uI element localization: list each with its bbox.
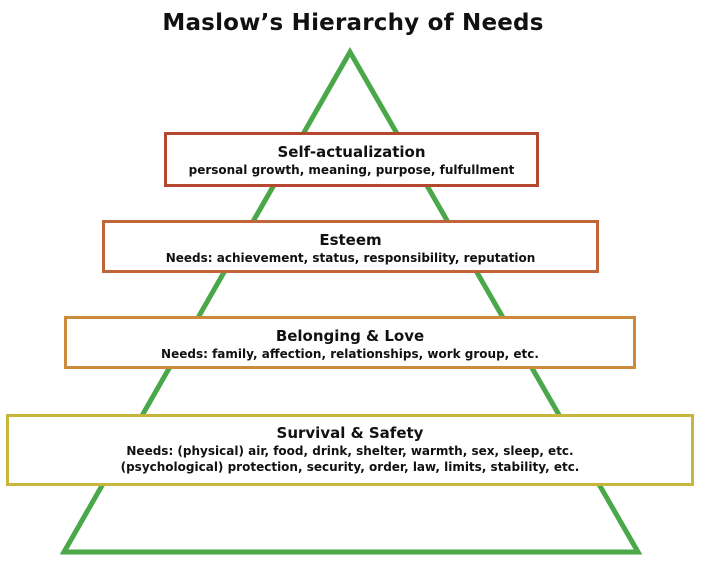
level-survival-safety: Survival & Safety Needs: (physical) air,…: [6, 414, 694, 486]
diagram-title: Maslow’s Hierarchy of Needs: [162, 10, 544, 36]
level-name: Self-actualization: [277, 143, 426, 161]
level-name: Esteem: [319, 231, 382, 249]
level-description-psychological: (psychological) protection, security, or…: [120, 460, 580, 474]
level-name: Belonging & Love: [275, 327, 425, 345]
level-description: Needs: achievement, status, responsibili…: [165, 251, 536, 265]
level-description: personal growth, meaning, purpose, fulfu…: [188, 163, 515, 177]
level-esteem: Esteem Needs: achievement, status, respo…: [102, 220, 599, 273]
level-self-actualization: Self-actualization personal growth, mean…: [164, 132, 539, 187]
level-description: Needs: family, affection, relationships,…: [161, 347, 539, 361]
level-name: Survival & Safety: [276, 424, 424, 442]
level-description-physical: Needs: (physical) air, food, drink, shel…: [126, 444, 574, 458]
level-belonging-love: Belonging & Love Needs: family, affectio…: [64, 316, 636, 369]
